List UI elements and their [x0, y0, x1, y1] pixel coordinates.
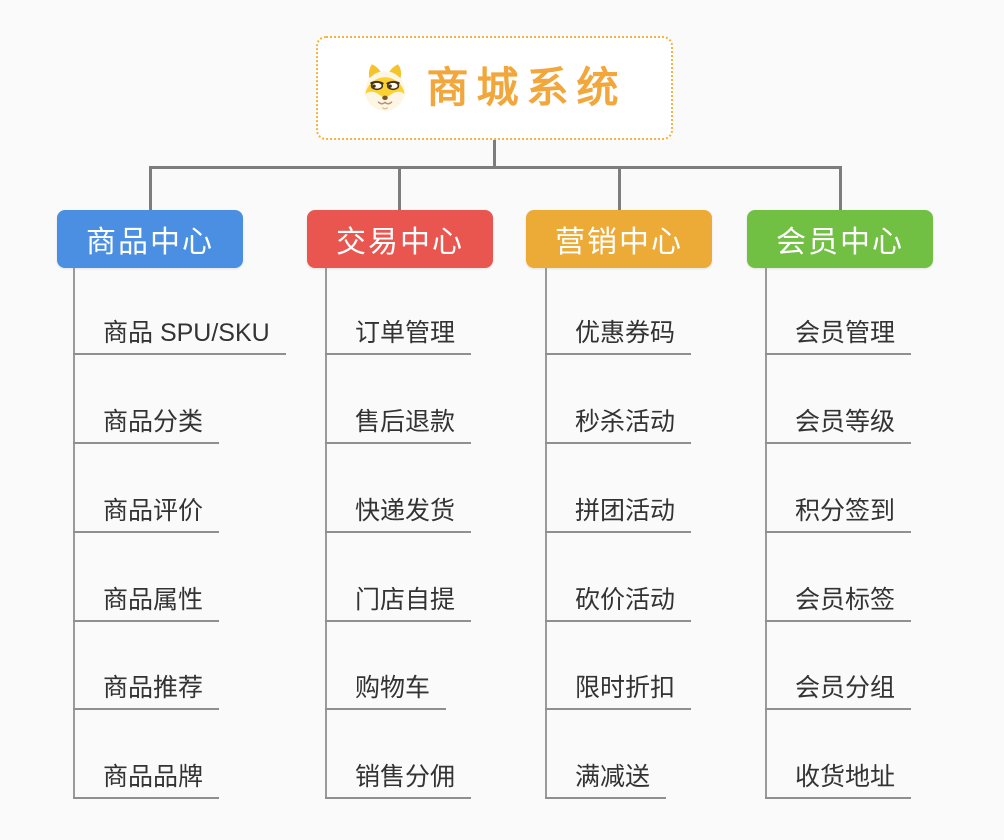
- leaf-node[interactable]: 会员等级: [765, 407, 912, 444]
- branch-node-trade-center[interactable]: 交易中心: [307, 210, 493, 268]
- leaf-node[interactable]: 收货地址: [765, 762, 912, 799]
- connector-drop-marketing-center: [618, 166, 621, 210]
- leaf-node[interactable]: 快递发货: [325, 496, 472, 533]
- connector-branch-line-trade: [325, 268, 327, 799]
- leaf-node[interactable]: 售后退款: [325, 407, 472, 444]
- leaf-node[interactable]: 会员分组: [765, 673, 912, 710]
- leaf-node[interactable]: 秒杀活动: [545, 407, 692, 444]
- connector-drop-product-center: [149, 166, 152, 210]
- leaf-node[interactable]: 会员标签: [765, 585, 912, 622]
- branch-node-member-center[interactable]: 会员中心: [747, 210, 933, 268]
- connector-branch-line-product: [73, 268, 75, 799]
- connector-root-stub: [493, 140, 496, 169]
- leaf-node[interactable]: 商品属性: [73, 585, 220, 622]
- branch-node-marketing-center[interactable]: 营销中心: [526, 210, 712, 268]
- connector-drop-member-center: [839, 166, 842, 210]
- leaf-node[interactable]: 销售分佣: [325, 762, 472, 799]
- shiba-dog-icon: [362, 63, 408, 113]
- leaf-node[interactable]: 商品推荐: [73, 673, 220, 710]
- connector-drop-trade-center: [398, 166, 401, 210]
- leaf-node[interactable]: 会员管理: [765, 318, 912, 355]
- leaf-node[interactable]: 商品分类: [73, 407, 220, 444]
- leaf-node[interactable]: 砍价活动: [545, 585, 692, 622]
- leaf-node[interactable]: 商品评价: [73, 496, 220, 533]
- leaf-node[interactable]: 购物车: [325, 673, 447, 710]
- leaf-node[interactable]: 商品品牌: [73, 762, 220, 799]
- leaf-node[interactable]: 优惠券码: [545, 318, 692, 355]
- leaf-node[interactable]: 积分签到: [765, 496, 912, 533]
- leaf-node[interactable]: 限时折扣: [545, 673, 692, 710]
- leaf-node[interactable]: 商品 SPU/SKU: [73, 318, 286, 355]
- connector-branch-line-marketing: [545, 268, 547, 799]
- leaf-node[interactable]: 满减送: [545, 762, 667, 799]
- connector-trunk: [149, 166, 842, 169]
- branch-node-product-center[interactable]: 商品中心: [57, 210, 243, 268]
- root-title: 商城系统: [426, 64, 627, 111]
- leaf-node[interactable]: 拼团活动: [545, 496, 692, 533]
- root-node[interactable]: 商城系统: [316, 36, 673, 140]
- leaf-node[interactable]: 订单管理: [325, 318, 472, 355]
- connector-branch-line-member: [765, 268, 767, 799]
- leaf-node[interactable]: 门店自提: [325, 585, 472, 622]
